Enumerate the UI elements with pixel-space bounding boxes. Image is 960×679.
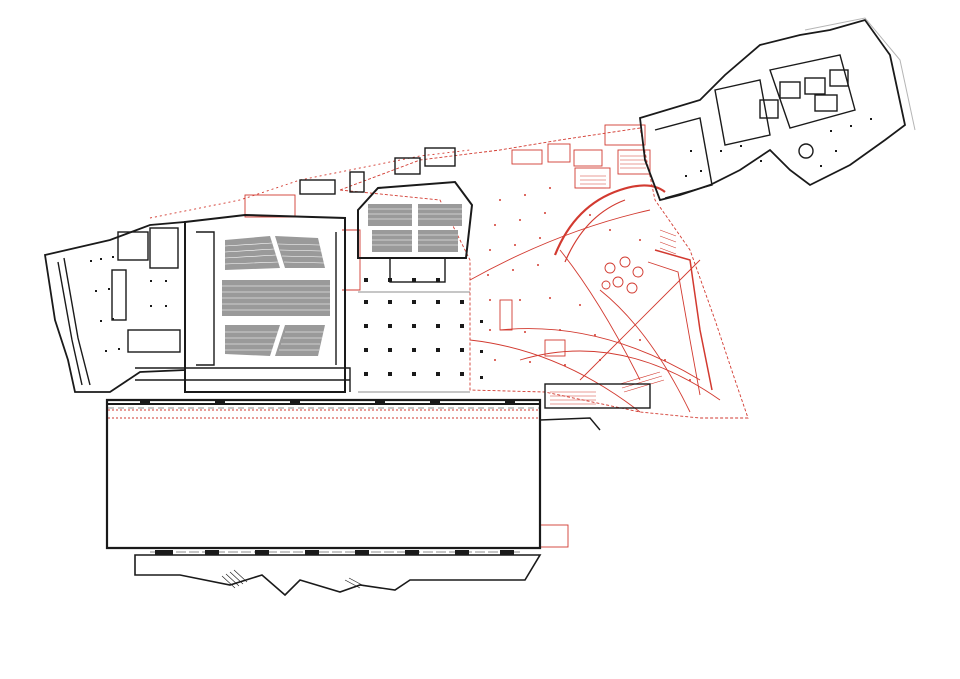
north-room-3	[299, 179, 336, 195]
ne-room-3	[829, 69, 849, 87]
red-stair-hatch	[550, 155, 677, 405]
octagon-hall-seating	[368, 204, 462, 252]
ramp-east-inner	[647, 261, 701, 396]
west-wing-outline	[43, 221, 186, 393]
north-room-4	[349, 171, 365, 193]
octagon-hall-outline	[357, 180, 474, 259]
south-service-band	[134, 554, 542, 597]
curved-stair-wall	[553, 184, 666, 256]
lobby-column-grid	[487, 187, 691, 381]
ne-connector	[654, 117, 713, 199]
exhibition-hall-outline	[105, 398, 542, 550]
west-room-c	[149, 227, 179, 269]
main-hall-outline	[184, 213, 346, 393]
ramp-east	[654, 249, 713, 391]
ne-room-1	[779, 81, 801, 99]
lobby-curve-d	[469, 339, 641, 413]
south-stair-hatch	[221, 569, 365, 589]
west-wing-inner-wall	[57, 261, 83, 386]
lobby-curve-a	[499, 328, 701, 381]
oct-seat-3	[372, 230, 412, 252]
ne-columns	[685, 118, 872, 177]
lobby-outline	[339, 127, 749, 419]
lobby-arc-outer	[559, 249, 641, 381]
ne-round-stair	[798, 143, 814, 159]
lobby-arc-inner	[469, 209, 651, 281]
oct-seat-4	[418, 230, 458, 252]
foyer-columns	[364, 278, 483, 379]
existing-building	[43, 17, 916, 597]
north-room-2	[394, 157, 421, 175]
main-hall-seat-rows	[222, 242, 330, 351]
red-room-5	[617, 149, 651, 175]
oct-seat-1	[368, 204, 412, 226]
red-room-3	[573, 149, 603, 167]
lobby-curve-c	[599, 289, 691, 413]
red-room-7	[499, 299, 513, 331]
ne-block-inner-2	[769, 54, 856, 129]
exhibition-hall-east-step	[539, 417, 601, 431]
west-room-a	[117, 231, 149, 261]
red-room-1	[511, 149, 543, 165]
seat-block-1	[225, 236, 280, 270]
red-room-6	[604, 124, 646, 146]
west-room-d	[111, 269, 127, 321]
round-tables	[601, 256, 644, 294]
west-wing-columns	[90, 256, 167, 352]
ne-fence	[804, 17, 916, 131]
oct-seat-2	[418, 204, 462, 226]
west-wing-inner-wall-2	[63, 257, 91, 386]
west-room-b	[127, 329, 181, 353]
ne-room-2	[804, 77, 826, 95]
north-room-1	[424, 147, 456, 167]
lower-band	[135, 367, 351, 392]
seat-block-5	[275, 325, 325, 356]
red-stage-outline	[342, 229, 361, 291]
new-construction-zone	[108, 124, 749, 548]
octagon-hall-lobby	[389, 257, 446, 283]
east-stair-block	[544, 383, 651, 409]
curved-stair-wall-inner	[564, 199, 626, 263]
red-room-8	[544, 339, 566, 357]
ne-block-inner-1	[714, 79, 771, 146]
south-facade-openings	[140, 400, 515, 555]
lobby-curve-e	[579, 259, 701, 381]
ne-block-outline	[639, 18, 907, 202]
main-hall-stage	[196, 231, 215, 366]
octagon-seat-rows	[368, 208, 462, 246]
ne-room-4	[759, 99, 779, 119]
seat-block-4	[225, 325, 280, 356]
red-room-10	[244, 194, 296, 218]
roof-edge-north	[149, 149, 471, 219]
lobby-curve-b	[519, 350, 721, 401]
ne-room-5	[814, 94, 838, 112]
red-room-2	[547, 143, 571, 163]
